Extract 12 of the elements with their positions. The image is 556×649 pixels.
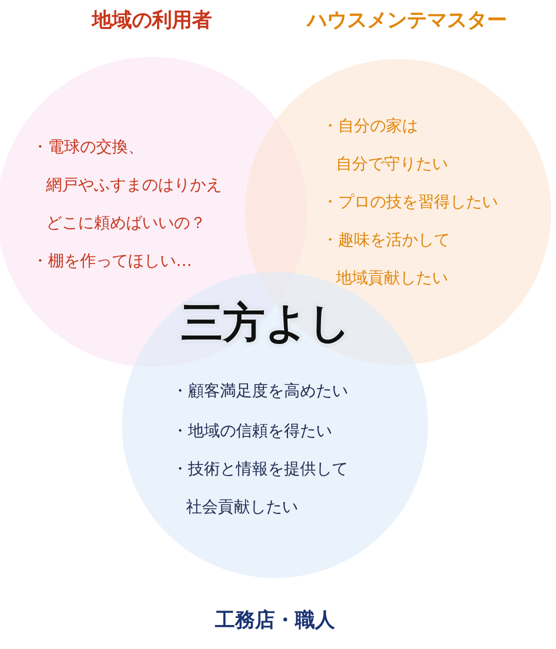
- bullet-text: ・棚を作ってほしい…: [32, 250, 192, 272]
- bullet-text: ・電球の交換、網戸やふすまのはりかえどこに頼めばいいの？: [32, 136, 222, 234]
- group-heading: 工務店・職人: [215, 606, 335, 634]
- bullet-text: ・技術と情報を提供して社会貢献したい: [172, 458, 348, 518]
- center-title: 三方よし: [181, 297, 351, 349]
- bullet-text: ・プロの技を習得したい: [322, 191, 498, 213]
- bullet-text: ・自分の家は自分で守りたい: [322, 115, 448, 175]
- group-heading: ハウスメンテマスター: [307, 6, 507, 34]
- bullet-text: ・地域の信頼を得たい: [172, 420, 332, 442]
- bullet-text: ・趣味を活かして地域貢献したい: [322, 229, 450, 289]
- bullet-text: ・顧客満足度を高めたい: [172, 380, 348, 402]
- group-heading: 地域の利用者: [92, 6, 212, 34]
